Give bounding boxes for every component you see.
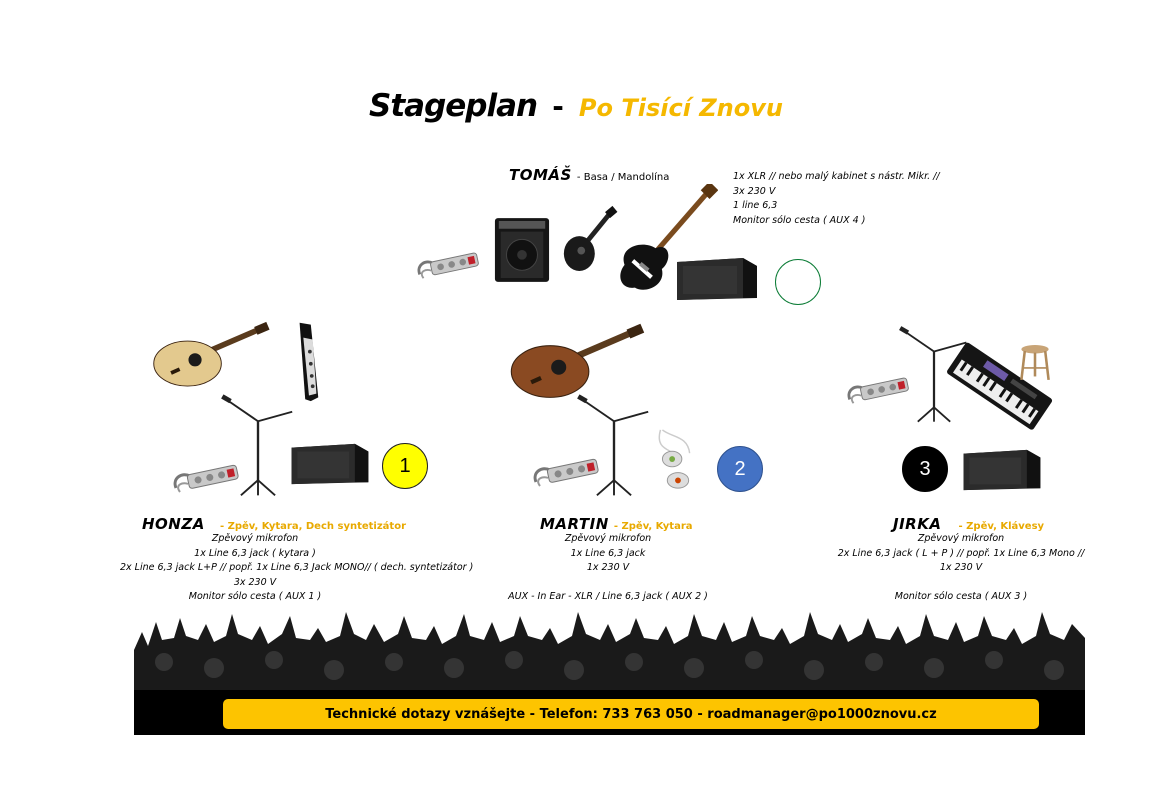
acoustic-guitar-icon — [150, 320, 272, 394]
jirka-role: - Zpěv, Klávesy — [958, 521, 1045, 532]
tomas-header: TOMÁŠ - Basa / Mandolína — [509, 165, 669, 184]
martin-spec-line: 1x Line 6,3 jack — [570, 547, 646, 559]
martin-name: MARTIN — [540, 515, 609, 533]
honza-spec-line: Monitor sólo cesta ( AUX 1 ) — [188, 591, 322, 602]
jirka-specs: Zpěvový mikrofon 2x Line 6,3 jack ( L + … — [826, 532, 1096, 605]
badge-number: 2 — [734, 457, 746, 480]
bass-amp-icon — [493, 215, 551, 285]
honza-header: HONZA - Zpěv, Kytara, Dech syntetizátor — [142, 514, 406, 533]
tomas-specs: 1x XLR // nebo malý kabinet s nástr. Mik… — [733, 170, 940, 228]
tomas-spec-line: 1 line 6,3 — [733, 200, 778, 211]
stool-icon — [1018, 340, 1052, 384]
honza-name: HONZA — [142, 515, 205, 533]
tomas-spec-line: 3x 230 V — [733, 185, 776, 197]
position-badge-2: 2 — [717, 446, 763, 492]
monitor-wedge-icon — [283, 440, 375, 488]
tomas-spec-line: Monitor sólo cesta ( AUX 4 ) — [733, 214, 866, 226]
in-ear-monitors-icon — [652, 426, 702, 494]
honza-spec-line: Zpěvový mikrofon — [211, 533, 299, 544]
martin-specs: Zpěvový mikrofon 1x Line 6,3 jack 1x 230… — [468, 532, 748, 605]
martin-header: MARTIN - Zpěv, Kytara — [540, 514, 693, 533]
title-dash: - — [552, 90, 564, 123]
stageplan-title: Stageplan - Po Tisící Znovu — [0, 88, 1152, 124]
martin-role: - Zpěv, Kytara — [613, 521, 693, 532]
jirka-spec-line: 1x 230 V — [939, 562, 983, 573]
contact-footer-bar: Technické dotazy vznášejte - Telefon: 73… — [223, 699, 1039, 729]
honza-role: - Zpěv, Kytara, Dech syntetizátor — [219, 521, 406, 532]
power-strip-icon — [530, 452, 604, 492]
jirka-spec-line: Monitor sólo cesta ( AUX 3 ) — [894, 591, 1028, 602]
martin-spec-line: AUX - In Ear - XLR / Line 6,3 jack ( AUX… — [508, 591, 708, 602]
honza-spec-line: 1x Line 6,3 jack ( kytara ) — [194, 547, 316, 559]
monitor-wedge-icon — [956, 446, 1046, 494]
monitor-wedge-icon — [668, 254, 764, 304]
badge-number: 3 — [919, 457, 931, 480]
jirka-spec-line: 2x Line 6,3 jack ( L + P ) // popř. 1x L… — [837, 547, 1085, 559]
title-band-name: Po Tisící Znovu — [578, 94, 783, 122]
mandolin-icon — [560, 205, 618, 277]
contact-text: Technické dotazy vznášejte - Telefon: 73… — [325, 706, 937, 722]
badge-number: 1 — [399, 454, 411, 477]
jirka-spec-line — [826, 576, 1096, 591]
badge-number: 4 — [792, 270, 804, 293]
tomas-spec-line: 1x XLR // nebo malý kabinet s nástr. Mik… — [733, 171, 940, 182]
power-strip-icon — [416, 246, 482, 284]
jirka-name: JIRKA — [893, 515, 942, 533]
wind-synthesizer-icon — [294, 314, 322, 408]
honza-specs: Zpěvový mikrofon 1x Line 6,3 jack ( kyta… — [120, 532, 474, 605]
position-badge-4: 4 — [775, 259, 821, 305]
jirka-spec-line: Zpěvový mikrofon — [917, 533, 1005, 544]
martin-spec-line: Zpěvový mikrofon — [564, 533, 652, 544]
martin-spec-line — [468, 576, 748, 591]
martin-spec-line: 1x 230 V — [586, 562, 630, 573]
tomas-role: - Basa / Mandolína — [576, 172, 670, 183]
power-strip-icon — [846, 370, 912, 410]
position-badge-1: 1 — [382, 443, 428, 489]
position-badge-3: 3 — [902, 446, 948, 492]
honza-spec-line: 3x 230 V — [233, 576, 277, 588]
title-main: Stageplan — [369, 88, 538, 124]
jirka-header: JIRKA - Zpěv, Klávesy — [893, 514, 1044, 533]
power-strip-icon — [170, 458, 244, 498]
tomas-name: TOMÁŠ — [509, 166, 572, 184]
honza-spec-line: 2x Line 6,3 jack L+P // popř. 1x Line 6,… — [120, 562, 474, 573]
